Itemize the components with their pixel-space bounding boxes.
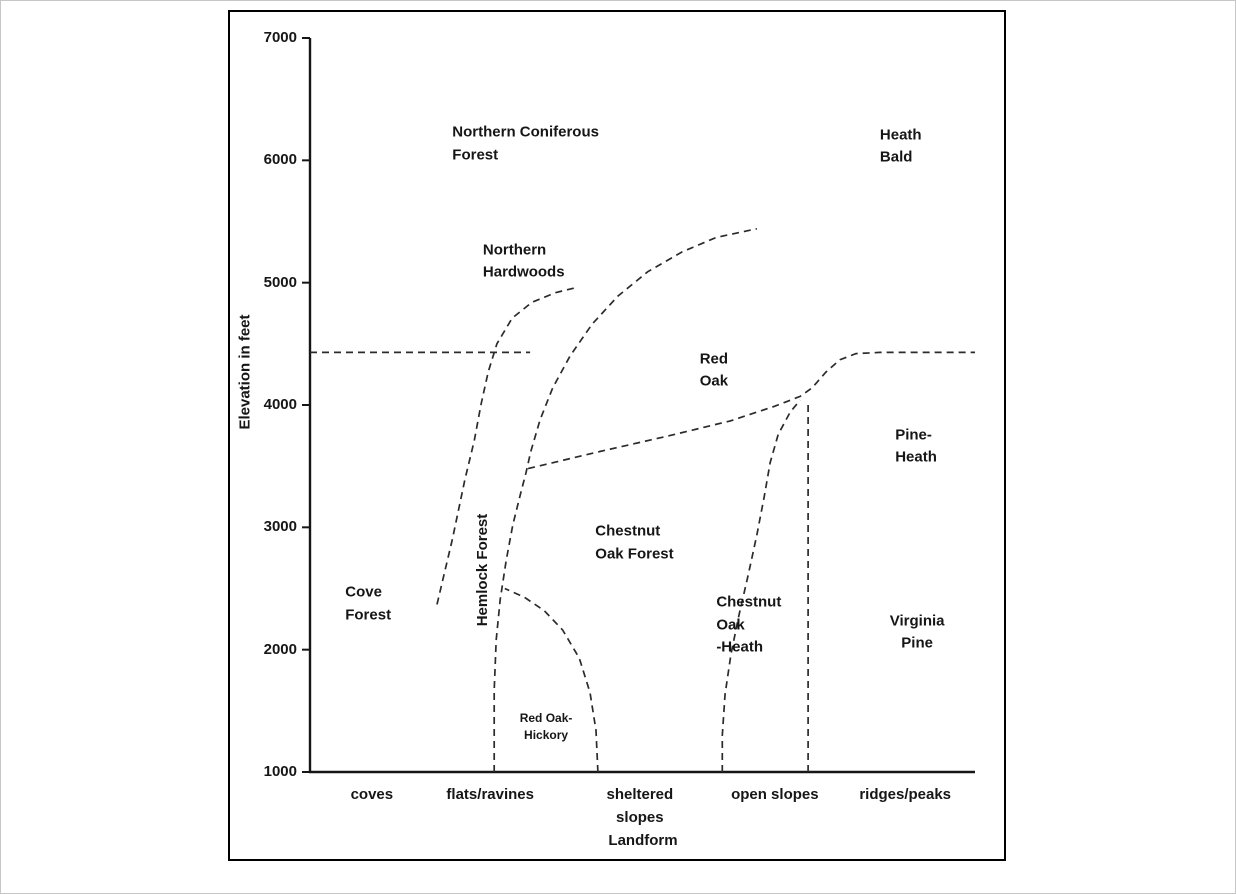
y-tick-label-3000: 3000	[263, 518, 297, 536]
figure-border	[228, 10, 1006, 861]
x-category-label-open-slopes: open slopes	[731, 786, 819, 803]
boundary-hemlock-hardwoods-redoak-boundary	[493, 227, 758, 772]
y-tick-label-7000: 7000	[263, 28, 297, 46]
y-tick-label-2000: 2000	[263, 640, 297, 658]
x-axis-title: Landform	[608, 832, 678, 849]
region-label-hemlock-forest: Hemlock Forest	[473, 513, 491, 627]
x-category-label-flats-ravines: flats/ravines	[446, 786, 534, 803]
y-axis-title: Elevation in feet	[236, 314, 254, 430]
boundary-red-oak-hickory-upper-boundary	[504, 587, 599, 773]
y-tick-label-1000: 1000	[263, 762, 297, 780]
y-tick-label-4000: 4000	[263, 395, 297, 413]
region-label-pine-heath: Pine-Heath	[895, 426, 937, 466]
x-category-label-coves: coves	[350, 786, 394, 803]
boundary-chestnut-oak-heath-left-boundary	[721, 399, 801, 772]
x-category-label-ridges-peaks: ridges/peaks	[859, 786, 952, 803]
boundary-chestnut-oak-upper-boundary	[527, 351, 975, 470]
y-tick-label-6000: 6000	[263, 151, 297, 169]
region-label-red-oak-hickory: Red Oak-Hickory	[519, 710, 573, 742]
y-tick-label-5000: 5000	[263, 273, 297, 291]
